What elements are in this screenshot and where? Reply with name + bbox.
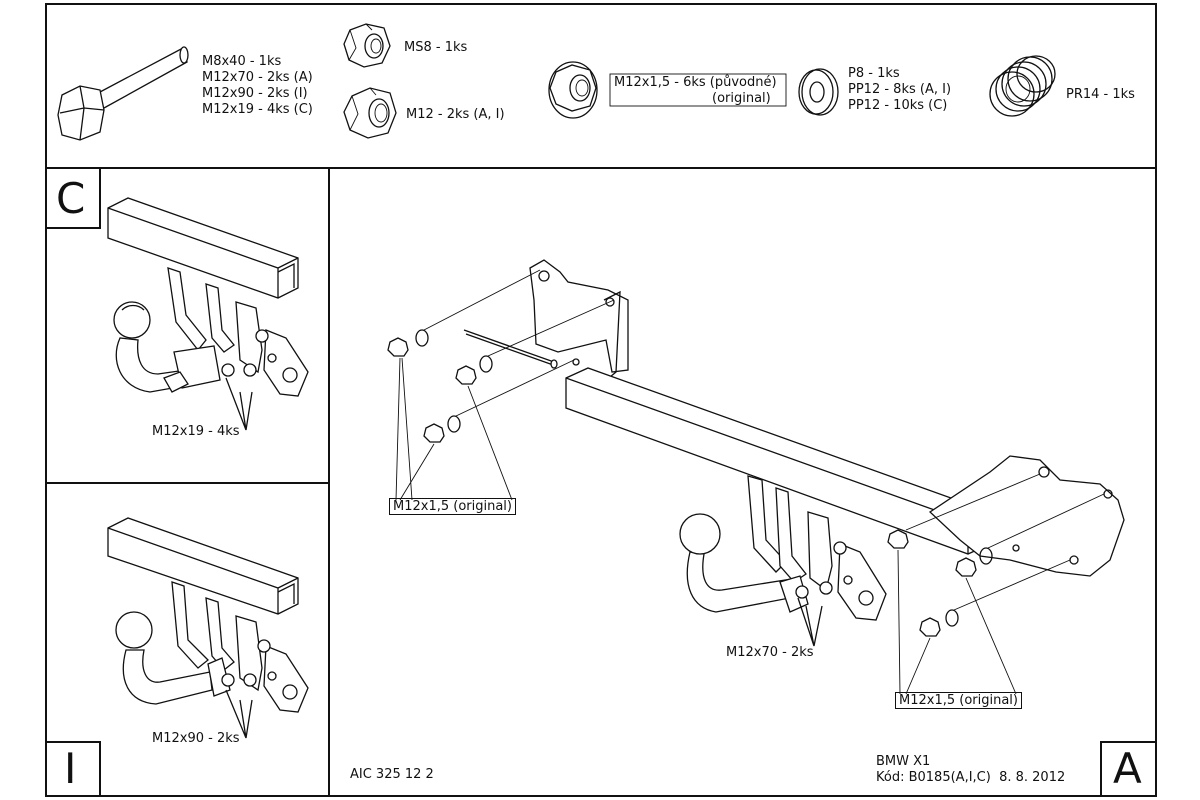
m12-nut-icon [343, 87, 397, 139]
panel-c-letter: C [56, 174, 86, 223]
drawing-border [45, 3, 1157, 797]
flange-nut-spec-1: M12x1,5 - 6ks (původné) [614, 75, 777, 90]
spring-spec: PR14 - 1ks [1066, 87, 1135, 102]
vehicle-model: BMW X1 [876, 754, 931, 769]
left-nuts [387, 269, 615, 501]
bolt-spec-1: M8x40 - 1ks [202, 54, 282, 69]
panel-i-bolt-label: M12x90 - 2ks [152, 731, 240, 746]
panel-a-left-nut-label: M12x1,5 (original) [389, 498, 516, 515]
panel-i-hitch-drawing [107, 517, 309, 739]
washer-spec-1: P8 - 1ks [848, 66, 900, 81]
spring-icon [989, 55, 1056, 117]
right-nuts [887, 473, 1105, 695]
parts-header-divider [45, 167, 1157, 169]
m12-spec: M12 - 2ks (A, I) [406, 107, 505, 122]
panel-c-letter-box [45, 167, 101, 229]
panel-a-right-nut-label: M12x1,5 (original) [895, 692, 1022, 709]
panel-a-hitch-drawing [387, 259, 1125, 695]
washer-icon [798, 68, 839, 116]
bolt-spec-3: M12x90 - 2ks (I) [202, 86, 308, 101]
ms8-nut-icon [343, 23, 391, 68]
bolt-icon [57, 46, 189, 141]
panel-i-letter: I [64, 744, 77, 793]
left-column-divider [328, 167, 330, 797]
panel-c-bolt-label: M12x19 - 4ks [152, 424, 240, 439]
flange-nut-label-box [609, 73, 787, 107]
flange-nut-icon [548, 61, 598, 119]
washer-spec-2: PP12 - 8ks (A, I) [848, 82, 952, 97]
flange-nut-spec-2: (original) [712, 91, 771, 106]
washer-spec-3: PP12 - 10ks (C) [848, 98, 948, 113]
drawing-code: AIC 325 12 2 [350, 767, 434, 782]
panel-i-letter-box [45, 741, 101, 797]
panel-a-letter: A [1113, 744, 1142, 793]
panel-c-hitch-drawing [107, 197, 309, 431]
left-panels-divider [45, 482, 329, 484]
bolt-spec-4: M12x19 - 4ks (C) [202, 102, 313, 117]
panel-a-letter-box [1100, 741, 1157, 797]
drawing-kod-date: Kód: B0185(A,I,C) 8. 8. 2012 [876, 770, 1066, 785]
ms8-spec: MS8 - 1ks [404, 40, 468, 55]
bolt-spec-2: M12x70 - 2ks (A) [202, 70, 313, 85]
panel-a-bolt-label: M12x70 - 2ks [726, 645, 814, 660]
